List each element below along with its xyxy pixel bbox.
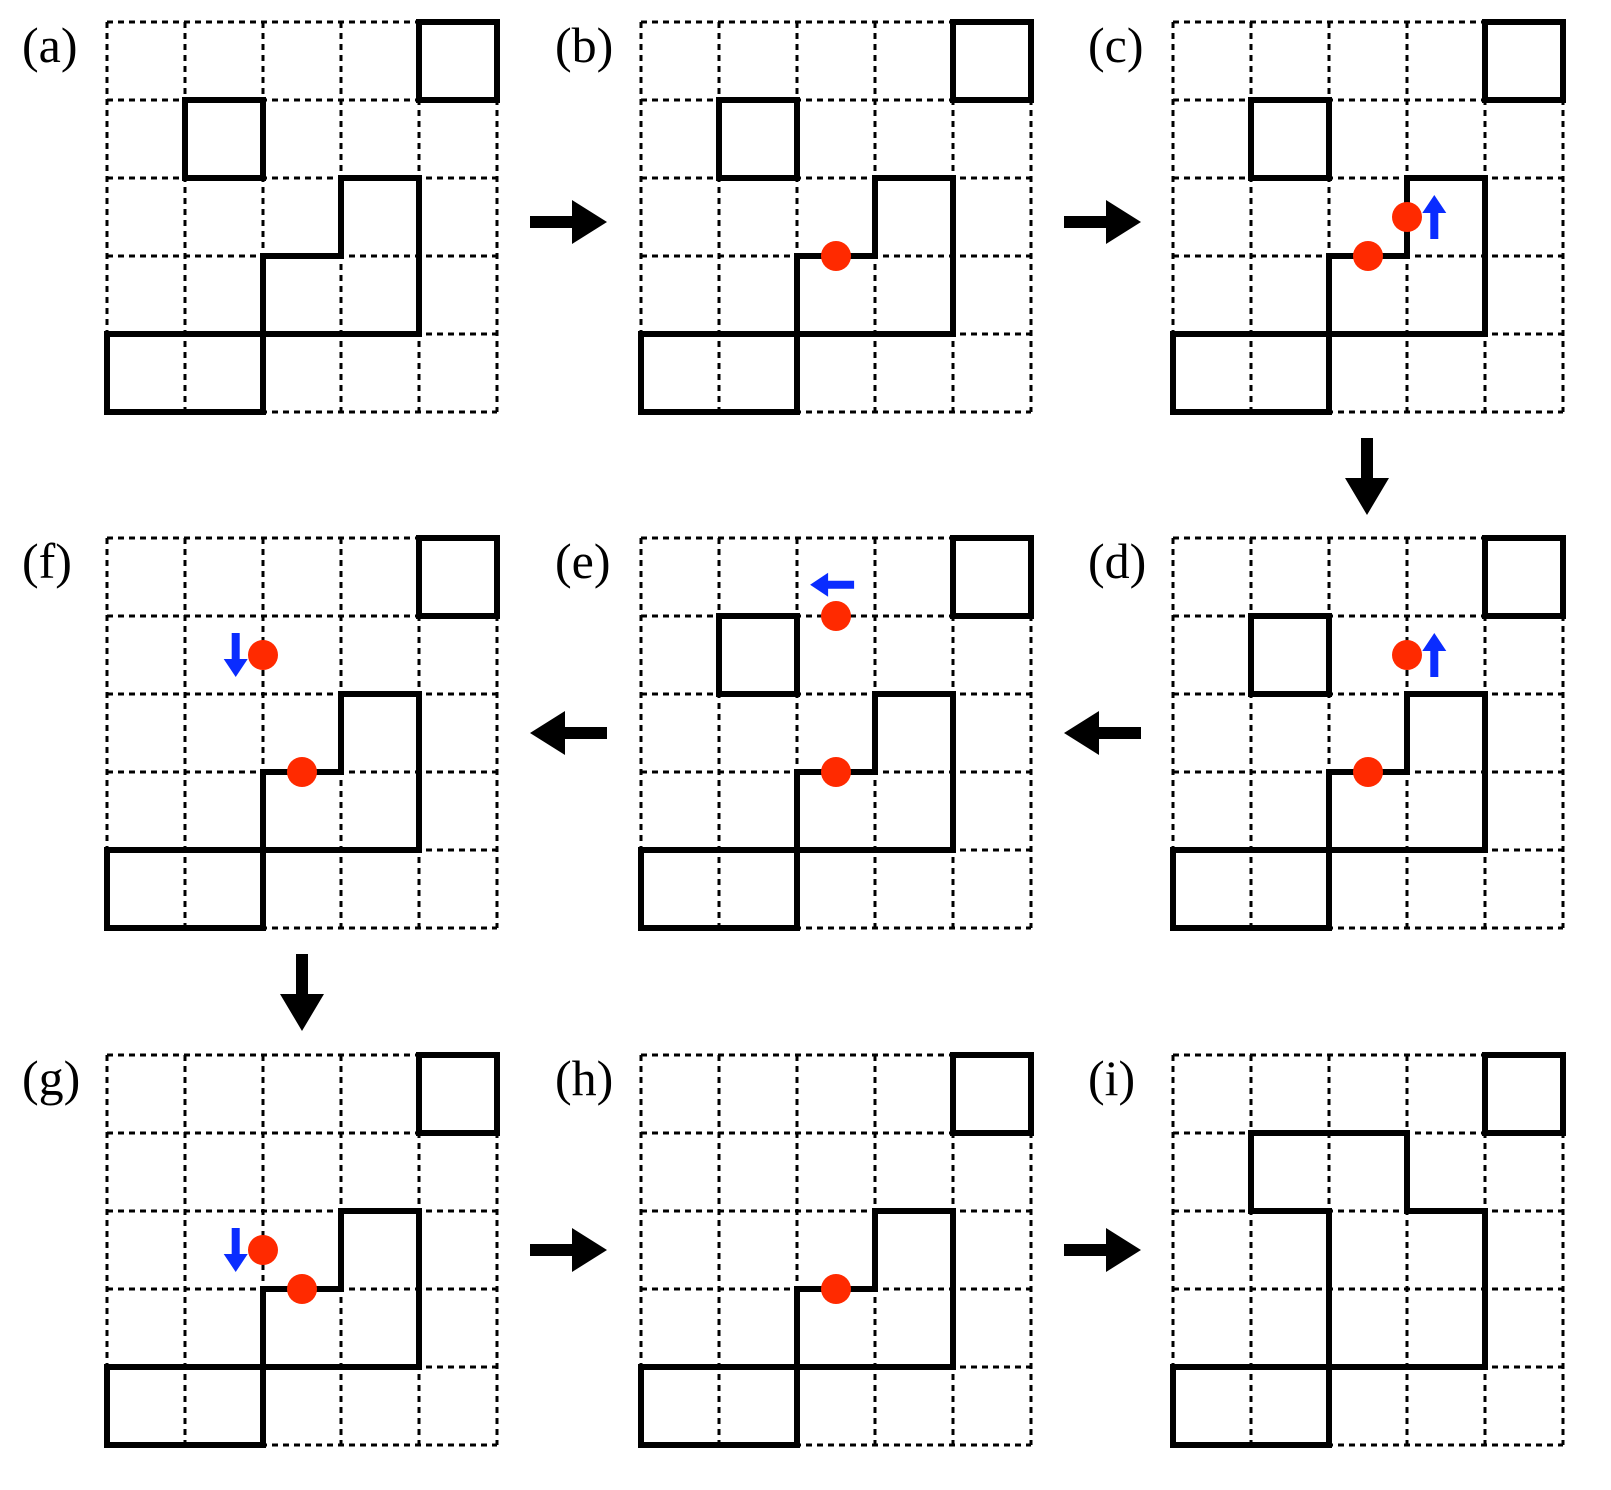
panel-label: (b) bbox=[555, 17, 613, 73]
red-dot bbox=[821, 601, 851, 631]
loop bbox=[104, 691, 422, 931]
loop bbox=[1170, 691, 1488, 931]
flow-arrows bbox=[280, 200, 1389, 1272]
red-dot bbox=[1392, 202, 1422, 232]
panel-e: (e) bbox=[555, 533, 1034, 931]
red-dot bbox=[821, 757, 851, 787]
red-dot bbox=[1353, 241, 1383, 271]
dotted-grid bbox=[1171, 20, 1565, 414]
loop bbox=[1482, 19, 1566, 103]
panel-d: (d) bbox=[1088, 533, 1566, 931]
flow-arrow-a-to-b bbox=[530, 200, 607, 244]
panel-a: (a) bbox=[22, 17, 500, 415]
flow-arrow-b-to-c bbox=[1064, 200, 1141, 244]
blue-up-arrow-icon bbox=[1422, 195, 1447, 239]
red-dot bbox=[287, 757, 317, 787]
loop bbox=[1170, 175, 1488, 415]
dotted-grid bbox=[105, 1053, 499, 1447]
dotted-grid bbox=[105, 536, 499, 930]
dotted-grid bbox=[639, 20, 1033, 414]
red-dot bbox=[821, 241, 851, 271]
panel-label: (d) bbox=[1088, 533, 1146, 589]
loop bbox=[1248, 613, 1332, 697]
panel-h: (h) bbox=[555, 1050, 1034, 1448]
red-dot bbox=[1353, 757, 1383, 787]
panel-label: (a) bbox=[22, 17, 78, 73]
flow-arrow-d-to-e bbox=[1064, 711, 1141, 755]
blue-down-arrow-icon bbox=[223, 633, 248, 677]
loop bbox=[950, 1052, 1034, 1136]
loop bbox=[716, 613, 800, 697]
loop bbox=[416, 19, 500, 103]
panel-label: (c) bbox=[1088, 17, 1144, 73]
dotted-grid bbox=[639, 1053, 1033, 1447]
loop bbox=[104, 1208, 422, 1448]
loop bbox=[638, 1208, 956, 1448]
flow-arrow-f-to-g bbox=[280, 954, 324, 1031]
loop bbox=[950, 19, 1034, 103]
loop bbox=[1482, 535, 1566, 619]
loop bbox=[716, 97, 800, 181]
loop bbox=[1170, 1130, 1488, 1448]
red-dot bbox=[248, 640, 278, 670]
red-dot bbox=[1392, 640, 1422, 670]
flow-arrow-c-to-d bbox=[1345, 438, 1389, 515]
flow-arrow-h-to-i bbox=[1064, 1228, 1141, 1272]
panel-label: (h) bbox=[555, 1050, 613, 1106]
blue-up-arrow-icon bbox=[1422, 633, 1447, 677]
dotted-grid bbox=[639, 536, 1033, 930]
flow-arrow-e-to-f bbox=[530, 711, 607, 755]
panel-label: (f) bbox=[22, 533, 72, 589]
panel-label: (g) bbox=[22, 1050, 80, 1106]
panel-i: (i) bbox=[1088, 1050, 1566, 1448]
loop bbox=[104, 175, 422, 415]
red-dot bbox=[248, 1235, 278, 1265]
loop bbox=[950, 535, 1034, 619]
loop bbox=[416, 1052, 500, 1136]
loop bbox=[1482, 1052, 1566, 1136]
dotted-grid bbox=[1171, 1053, 1565, 1447]
panel-c: (c) bbox=[1088, 17, 1566, 415]
flow-arrow-g-to-h bbox=[530, 1228, 607, 1272]
loop bbox=[638, 691, 956, 931]
panel-label: (e) bbox=[555, 533, 611, 589]
loop bbox=[182, 97, 266, 181]
dotted-grid bbox=[1171, 536, 1565, 930]
panel-label: (i) bbox=[1088, 1050, 1135, 1106]
loop bbox=[1248, 97, 1332, 181]
dotted-grid bbox=[105, 20, 499, 414]
panel-b: (b) bbox=[555, 17, 1034, 415]
panel-f: (f) bbox=[22, 533, 500, 931]
loop bbox=[416, 535, 500, 619]
blue-down-arrow-icon bbox=[223, 1228, 248, 1272]
red-dot bbox=[821, 1274, 851, 1304]
loop bbox=[638, 175, 956, 415]
red-dot bbox=[287, 1274, 317, 1304]
blue-left-arrow-icon bbox=[810, 572, 855, 597]
panel-g: (g) bbox=[22, 1050, 500, 1448]
